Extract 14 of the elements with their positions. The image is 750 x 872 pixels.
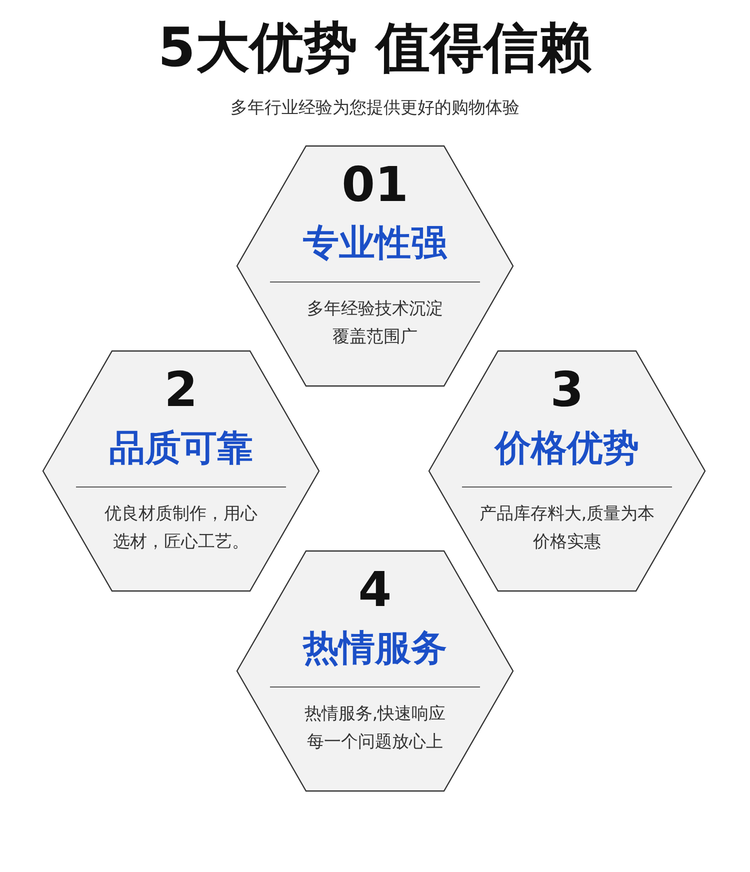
card-description: 优良材质制作，用心选材，匠心工艺。 — [104, 503, 258, 554]
page-title: 5大优势 值得信赖 — [158, 16, 592, 79]
subtitle: 多年行业经验为您提供更好的购物体验 — [230, 98, 520, 118]
card-description: 多年经验技术沉淀覆盖范围广 — [306, 298, 444, 349]
card-heading: 价格优势 — [495, 428, 639, 469]
step-number: 4 — [358, 562, 392, 618]
card-heading: 热情服务 — [303, 628, 447, 669]
step-number: 01 — [342, 157, 408, 213]
card-description: 产品库存料大,质量为本价格实惠 — [478, 503, 656, 554]
step-number: 2 — [164, 362, 198, 418]
card-heading: 专业性强 — [303, 223, 447, 264]
step-number: 3 — [550, 362, 584, 418]
card-description: 热情服务,快速响应每一个问题放心上 — [303, 703, 447, 754]
card-heading: 品质可靠 — [109, 428, 253, 469]
